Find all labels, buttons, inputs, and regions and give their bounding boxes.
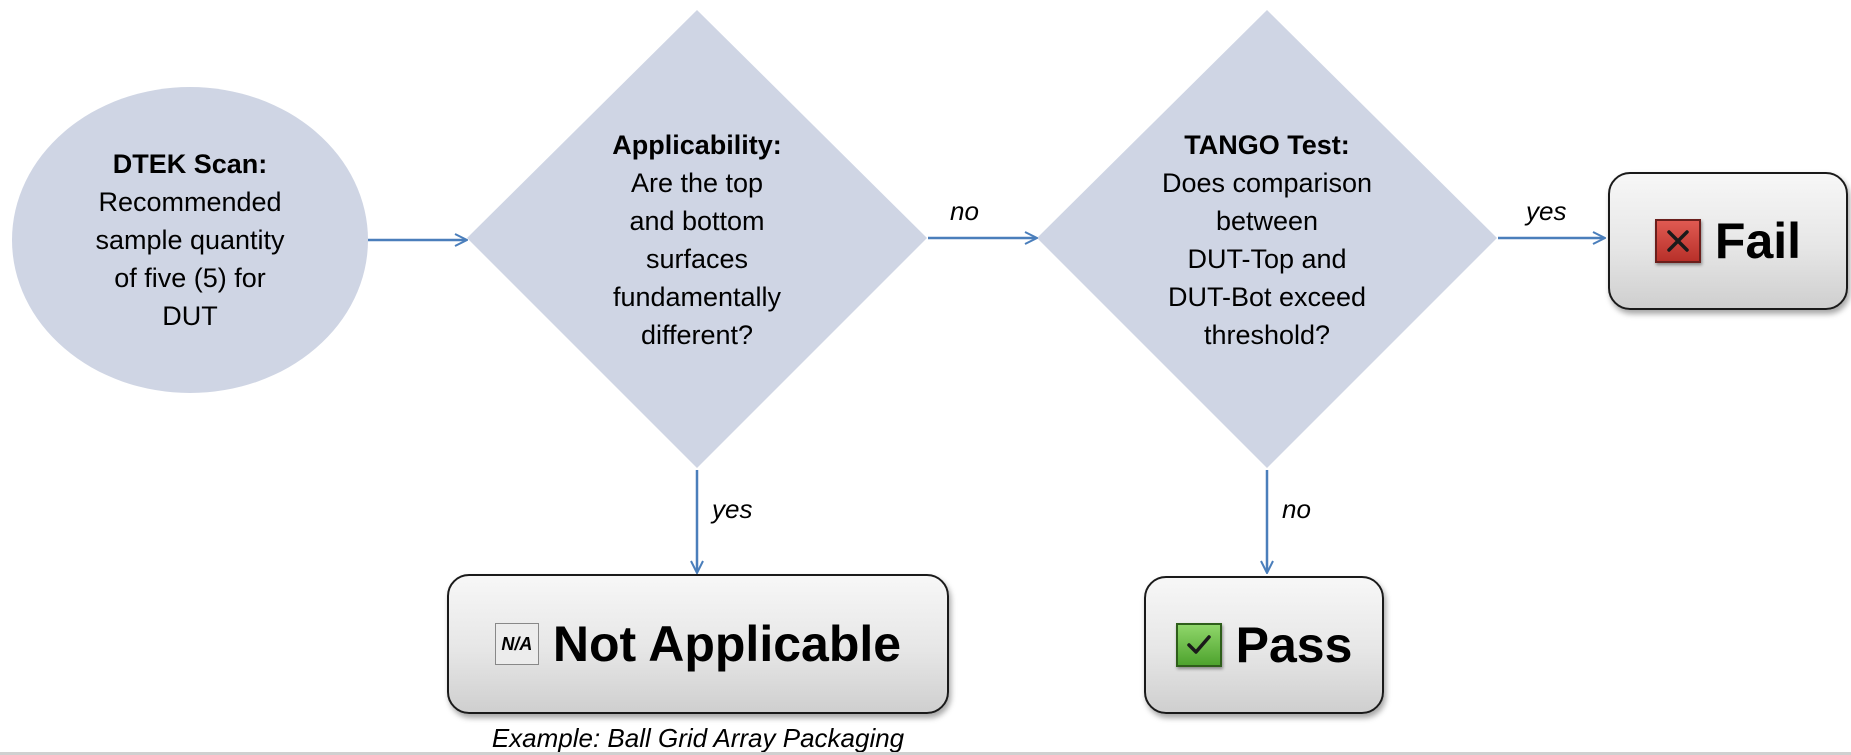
applicability-node-text: Applicability: Are the top and bottom su…	[567, 126, 827, 354]
edge-label-applicability-yes: yes	[712, 494, 753, 524]
start-node-title: DTEK Scan:	[112, 149, 268, 179]
start-node-line: DUT	[162, 301, 218, 331]
start-node-text: DTEK Scan: Recommended sample quantity o…	[40, 140, 340, 340]
applicability-node-line: different?	[640, 320, 754, 350]
start-ellipse	[12, 87, 368, 393]
start-node-line: of five (5) for	[114, 263, 266, 293]
start-node-line: Recommended	[98, 187, 282, 217]
tango-node-line: DUT-Top and	[1187, 244, 1347, 274]
tango-node-line: DUT-Bot exceed	[1167, 282, 1367, 312]
tango-diamond	[1037, 10, 1497, 468]
fail-result-box: Fail	[1608, 172, 1848, 310]
not-applicable-result-box: N/A Not Applicable	[447, 574, 949, 714]
tango-node-text: TANGO Test: Does comparison between DUT-…	[1127, 126, 1407, 354]
start-node-line: sample quantity	[95, 225, 285, 255]
check-icon	[1175, 623, 1222, 667]
tango-node-title: TANGO Test:	[1184, 130, 1350, 160]
edge-label-tango-no: no	[1282, 494, 1311, 524]
not-applicable-label: Not Applicable	[552, 616, 902, 672]
edge-label-tango-yes: yes	[1526, 196, 1567, 226]
edge-label-applicability-no: no	[950, 196, 979, 226]
x-icon	[1654, 219, 1701, 263]
applicability-node-line: Are the top	[630, 168, 764, 198]
pass-result-box: Pass	[1144, 576, 1384, 714]
applicability-node-line: surfaces	[645, 244, 749, 274]
applicability-diamond	[467, 10, 927, 468]
applicability-node-title: Applicability:	[612, 130, 782, 160]
fail-label: Fail	[1714, 213, 1802, 269]
na-icon: N/A	[494, 623, 539, 665]
applicability-node-line: and bottom	[629, 206, 765, 236]
tango-node-line: threshold?	[1203, 320, 1331, 350]
example-caption: Example: Ball Grid Array Packaging	[491, 723, 905, 753]
applicability-node-line: fundamentally	[612, 282, 782, 312]
tango-node-line: Does comparison	[1161, 168, 1373, 198]
tango-node-line: between	[1215, 206, 1319, 236]
pass-label: Pass	[1235, 617, 1353, 673]
bottom-divider	[0, 752, 1851, 755]
